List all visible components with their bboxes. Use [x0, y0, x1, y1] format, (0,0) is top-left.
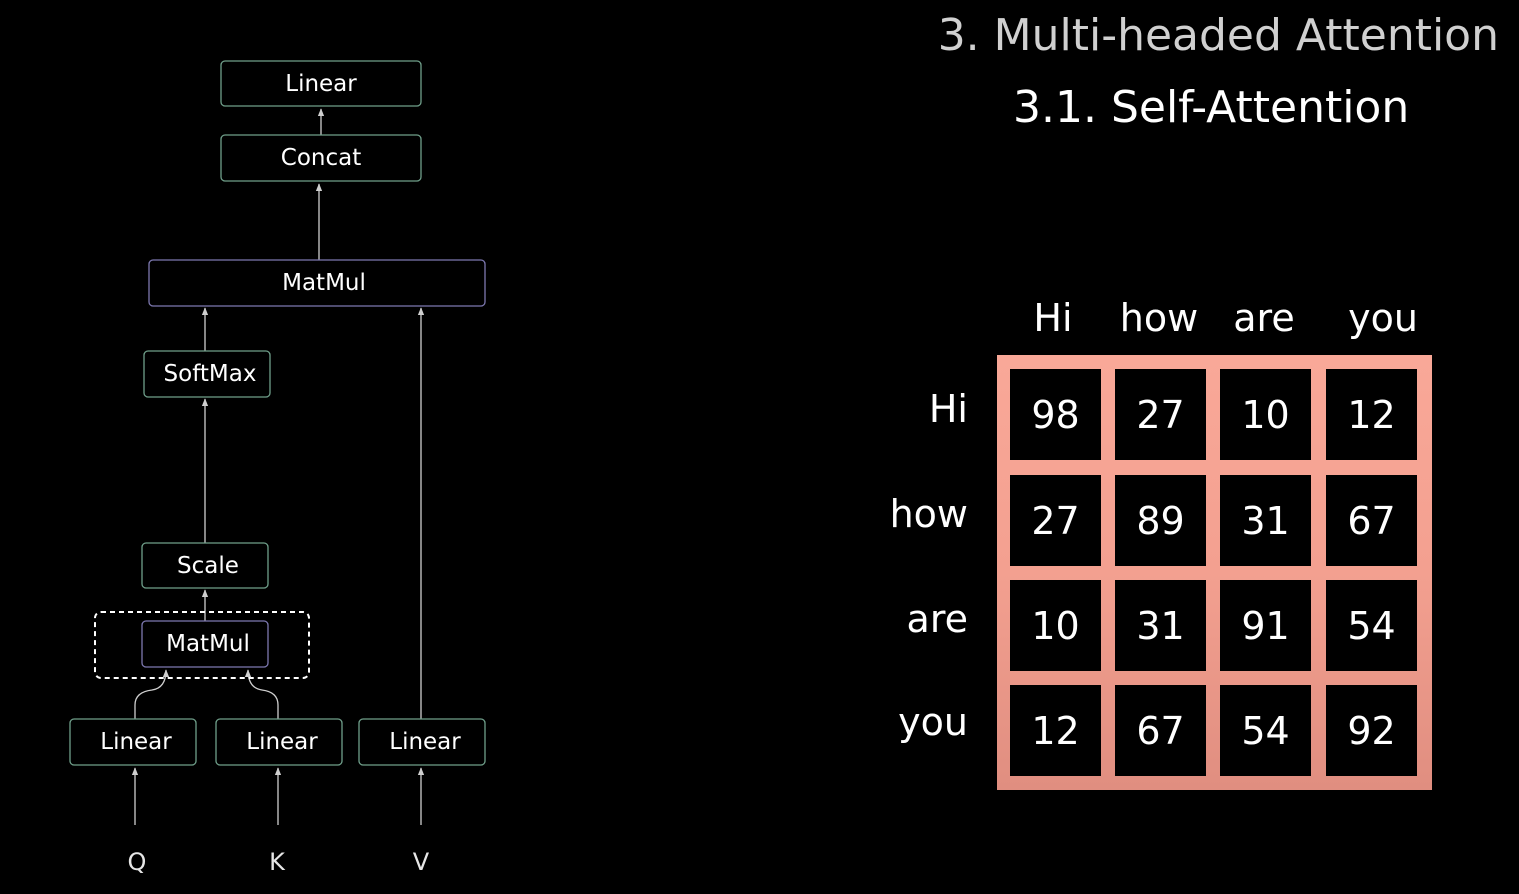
attention-score-matrix: 98 27 10 12 27 89 31 67 10 31 91 54 12 6… — [997, 355, 1432, 790]
matrix-cell: 10 — [1010, 580, 1101, 671]
matmul-top-label: MatMul — [282, 270, 366, 296]
linear-q-label: Linear — [100, 729, 172, 755]
matrix-row-label: how — [889, 492, 968, 536]
matrix-cell: 54 — [1220, 685, 1311, 776]
matrix-cell: 89 — [1115, 475, 1206, 566]
concat-label: Concat — [281, 145, 361, 171]
attention-diagram: Linear Concat MatMul SoftMax Scale MatMu… — [69, 60, 486, 876]
matrix-row-label: you — [898, 700, 968, 744]
scale-node: Scale — [141, 542, 269, 589]
matrix-col-label: are — [1233, 296, 1295, 340]
linear-output-label: Linear — [285, 71, 357, 97]
concat-node: Concat — [220, 134, 422, 182]
matrix-cell: 12 — [1326, 369, 1417, 460]
matrix-cell: 91 — [1220, 580, 1311, 671]
linear-output-node: Linear — [220, 60, 422, 107]
edge-lineark-matmul — [244, 669, 279, 719]
scale-label: Scale — [177, 553, 239, 579]
matrix-cell: 31 — [1115, 580, 1206, 671]
matrix-cell: 54 — [1326, 580, 1417, 671]
matmul-highlight-group — [94, 611, 310, 679]
matrix-cell: 10 — [1220, 369, 1311, 460]
matrix-cell: 92 — [1326, 685, 1417, 776]
matrix-row-label: Hi — [928, 387, 968, 431]
matmul-bottom-node: MatMul — [141, 620, 269, 668]
matmul-bottom-label: MatMul — [166, 631, 250, 657]
slide-subtitle: 3.1. Self-Attention — [1013, 82, 1410, 133]
matrix-col-label: how — [1119, 296, 1199, 340]
slide-title: 3. Multi-headed Attention — [937, 10, 1499, 61]
input-k-label: K — [269, 848, 286, 876]
linear-k-label: Linear — [246, 729, 318, 755]
edge-linearq-matmul — [134, 669, 170, 719]
matrix-row-label: are — [906, 597, 968, 641]
matrix-cell: 27 — [1115, 369, 1206, 460]
input-q-label: Q — [128, 848, 147, 876]
linear-k-node: Linear — [215, 718, 343, 766]
matrix-cell: 98 — [1010, 369, 1101, 460]
matrix-cell: 27 — [1010, 475, 1101, 566]
input-v-label: V — [413, 848, 430, 876]
matrix-cell: 67 — [1326, 475, 1417, 566]
matrix-cell: 67 — [1115, 685, 1206, 776]
linear-v-node: Linear — [358, 718, 486, 766]
softmax-label: SoftMax — [164, 361, 257, 387]
linear-q-node: Linear — [69, 718, 197, 766]
matmul-top-node: MatMul — [148, 259, 486, 307]
matrix-col-label: you — [1348, 296, 1418, 340]
matrix-cell: 12 — [1010, 685, 1101, 776]
matrix-cell: 31 — [1220, 475, 1311, 566]
linear-v-label: Linear — [389, 729, 461, 755]
softmax-node: SoftMax — [143, 350, 271, 398]
matrix-col-label: Hi — [1033, 296, 1073, 340]
